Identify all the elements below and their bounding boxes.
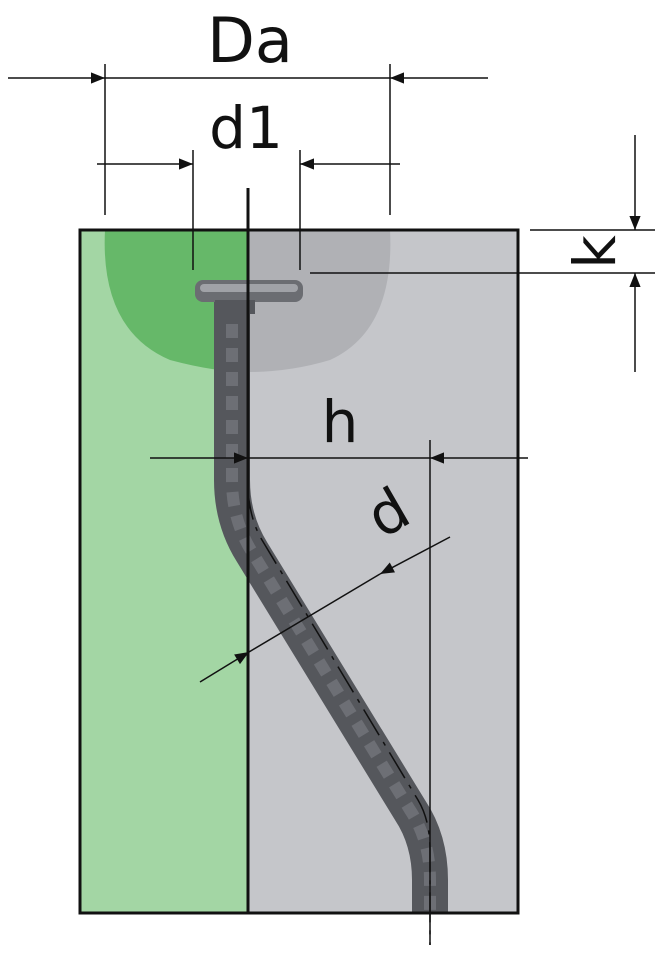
bar-centerline bbox=[247, 489, 431, 945]
block-outline bbox=[78, 228, 520, 915]
label-k: k bbox=[561, 235, 629, 269]
dimension-d1: d1 bbox=[97, 94, 400, 270]
breakout-bulb bbox=[104, 230, 391, 372]
label-da: Da bbox=[207, 4, 293, 77]
label-d1: d1 bbox=[209, 94, 283, 162]
dimension-h: h bbox=[150, 388, 528, 464]
label-h: h bbox=[322, 388, 359, 456]
dimension-k: k bbox=[310, 135, 655, 372]
dimension-da: Da bbox=[8, 4, 488, 215]
